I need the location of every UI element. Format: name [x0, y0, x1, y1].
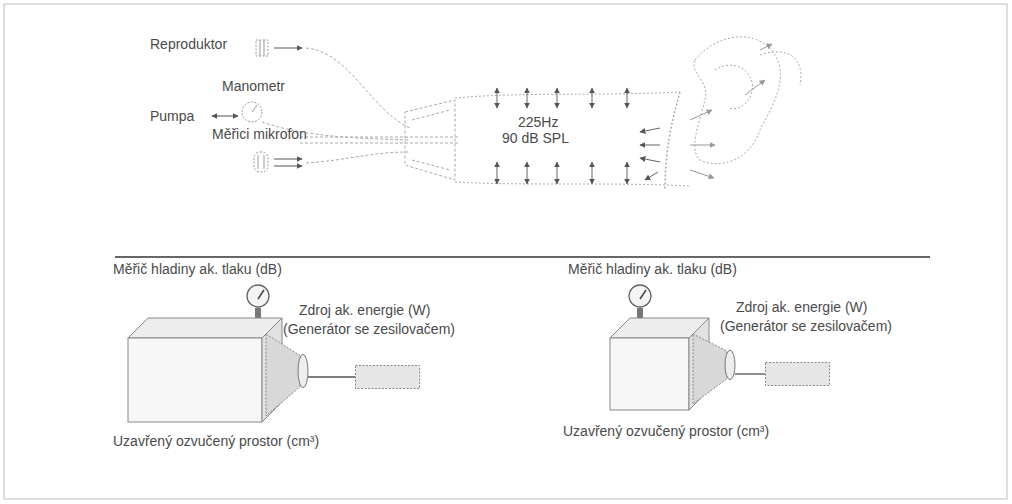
- node-label: Uzavřený ozvučený prostor (cm³): [113, 432, 319, 451]
- caption-text: (Generátor se zesilovačem): [720, 317, 892, 336]
- chamber-shape: [128, 318, 308, 422]
- generator-box: Zdroj ak. energie (W)(Generátor se zesil…: [355, 365, 420, 389]
- reflection-arrows: [690, 44, 772, 178]
- probe-tubes: [262, 48, 460, 180]
- closed-chamber: Uzavřený ozvučený prostor (cm³): [128, 318, 308, 422]
- signal-label: 225Hz: [518, 114, 558, 130]
- separator-line: [115, 256, 930, 258]
- caption-text: Měřič hladiny ak. tlaku (dB): [568, 260, 737, 279]
- vibration-arrows: [497, 88, 660, 184]
- caption-text: Uzavřený ozvučený prostor (cm³): [113, 432, 319, 451]
- frame: [4, 4, 1007, 499]
- meter-shape: [628, 284, 652, 308]
- signal-cable: [308, 376, 355, 377]
- signal-cable: [735, 373, 765, 374]
- closed-chamber: Uzavřený ozvučený prostor (cm³): [610, 318, 735, 410]
- part-name: Manometr: [222, 78, 285, 94]
- node-label: Uzavřený ozvučený prostor (cm³): [563, 422, 769, 441]
- caption-text: Uzavřený ozvučený prostor (cm³): [563, 422, 769, 441]
- gen-shape: [765, 362, 830, 386]
- caption-text: Zdroj ak. energie (W): [283, 301, 455, 320]
- chamber-shape: [610, 318, 735, 410]
- node-label: Měřič hladiny ak. tlaku (dB): [113, 260, 282, 279]
- ear-canal: [455, 37, 801, 190]
- gen-shape: [355, 365, 420, 389]
- part-name: Měřici mikrofon: [212, 126, 307, 142]
- caption-text: (Generátor se zesilovačem): [283, 320, 455, 339]
- part-name: Reproduktor: [150, 36, 227, 52]
- node-label: Měřič hladiny ak. tlaku (dB): [568, 260, 737, 279]
- node-label: Zdroj ak. energie (W)(Generátor se zesil…: [720, 298, 892, 336]
- level-meter: Měřič hladiny ak. tlaku (dB): [628, 284, 652, 308]
- caption-text: Měřič hladiny ak. tlaku (dB): [113, 260, 282, 279]
- meter-shape: [246, 284, 270, 308]
- microphone-symbol: [254, 152, 302, 172]
- generator-box: Zdroj ak. energie (W)(Generátor se zesil…: [765, 362, 830, 386]
- speaker-symbol: [256, 40, 302, 56]
- manometer-symbol: [212, 102, 262, 122]
- part-name: Pumpa: [150, 108, 194, 124]
- caption-text: Zdroj ak. energie (W): [720, 298, 892, 317]
- level-meter: Měřič hladiny ak. tlaku (dB): [246, 284, 270, 308]
- node-label: Zdroj ak. energie (W)(Generátor se zesil…: [283, 301, 455, 339]
- signal-label: 90 dB SPL: [502, 130, 569, 146]
